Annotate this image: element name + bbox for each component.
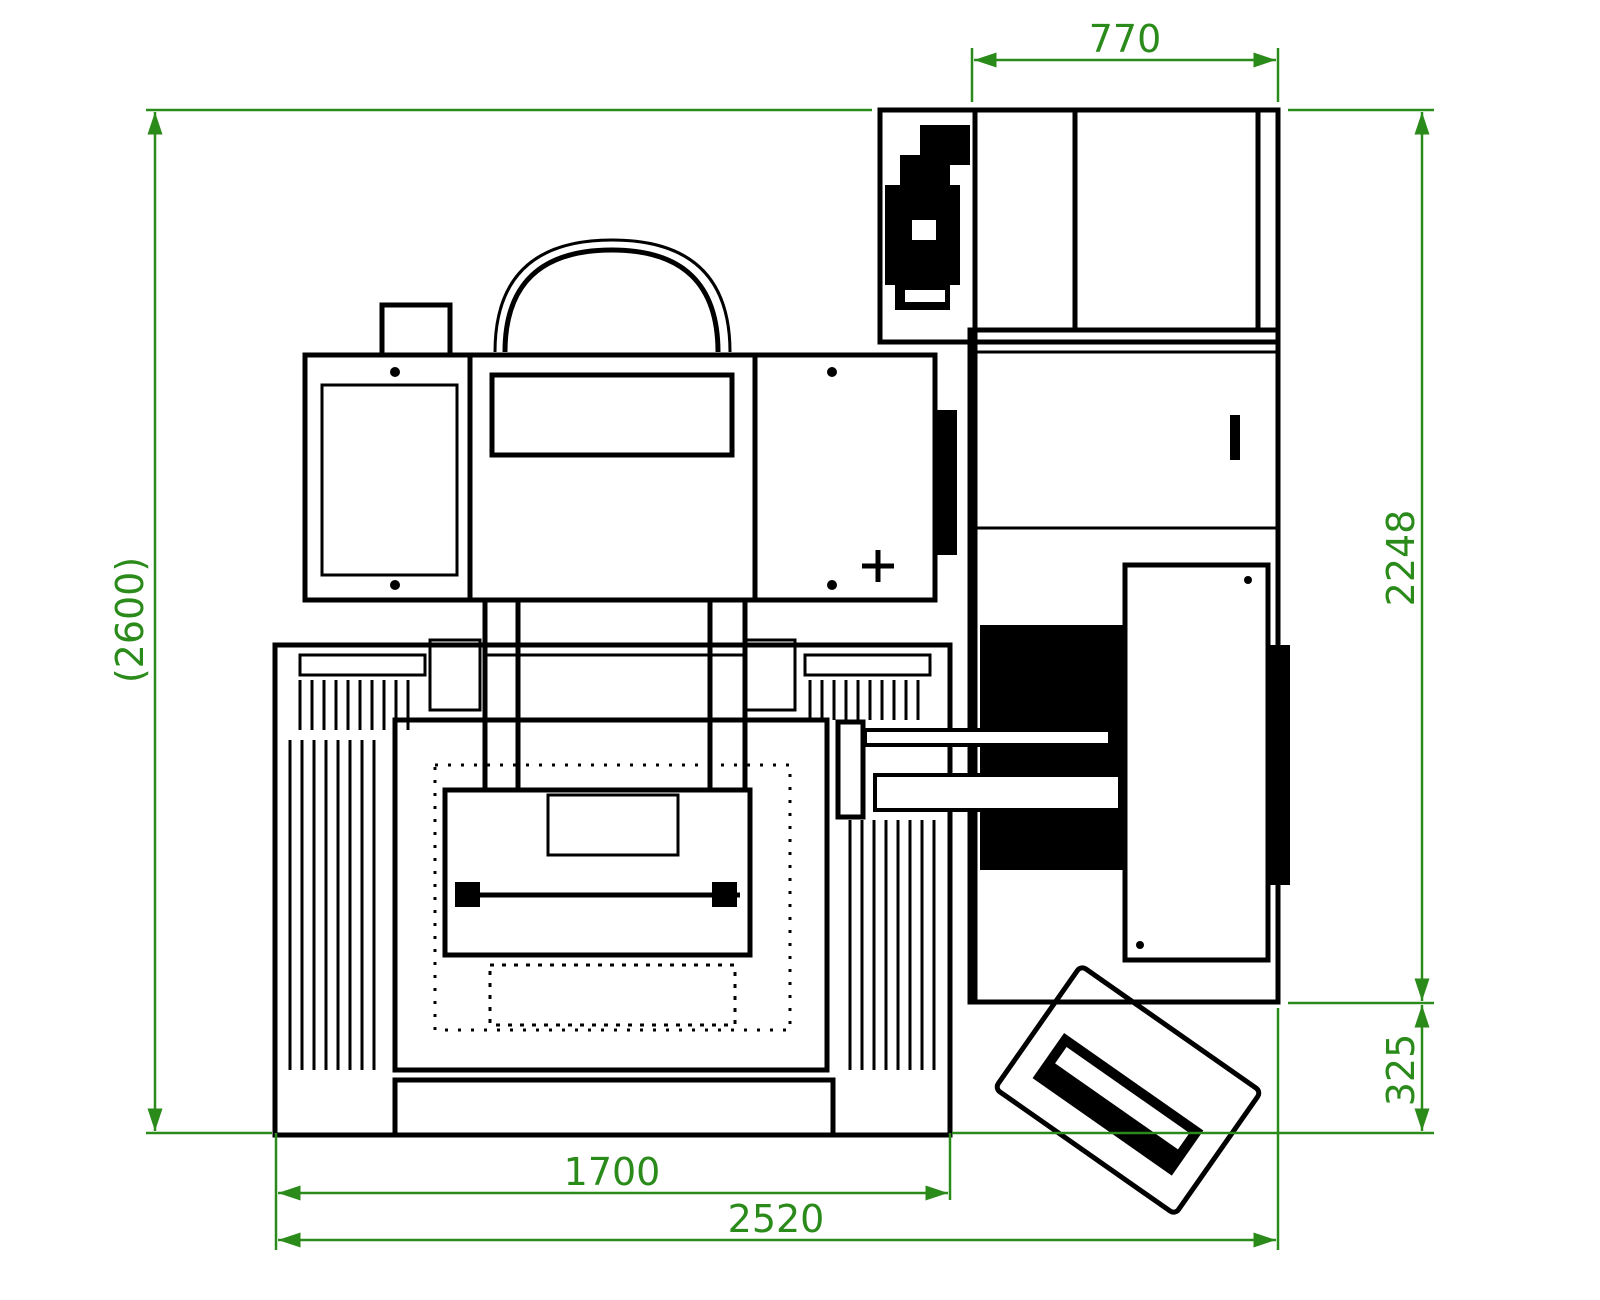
dimension-base-width: 1700: [564, 1150, 661, 1194]
dimension-lines: [146, 48, 1434, 1250]
dimension-top-width: 770: [1089, 17, 1162, 61]
machine-outline: [272, 107, 1290, 1215]
dimension-right-height: 2248: [1379, 510, 1423, 607]
dimension-total-height: (2600): [108, 557, 152, 683]
bellows-left: [288, 680, 410, 1070]
dimension-panel-offset: 325: [1379, 1034, 1423, 1107]
dimension-total-width: 2520: [728, 1197, 825, 1241]
control-panel: [994, 965, 1262, 1215]
bellows-right: [808, 680, 936, 1070]
